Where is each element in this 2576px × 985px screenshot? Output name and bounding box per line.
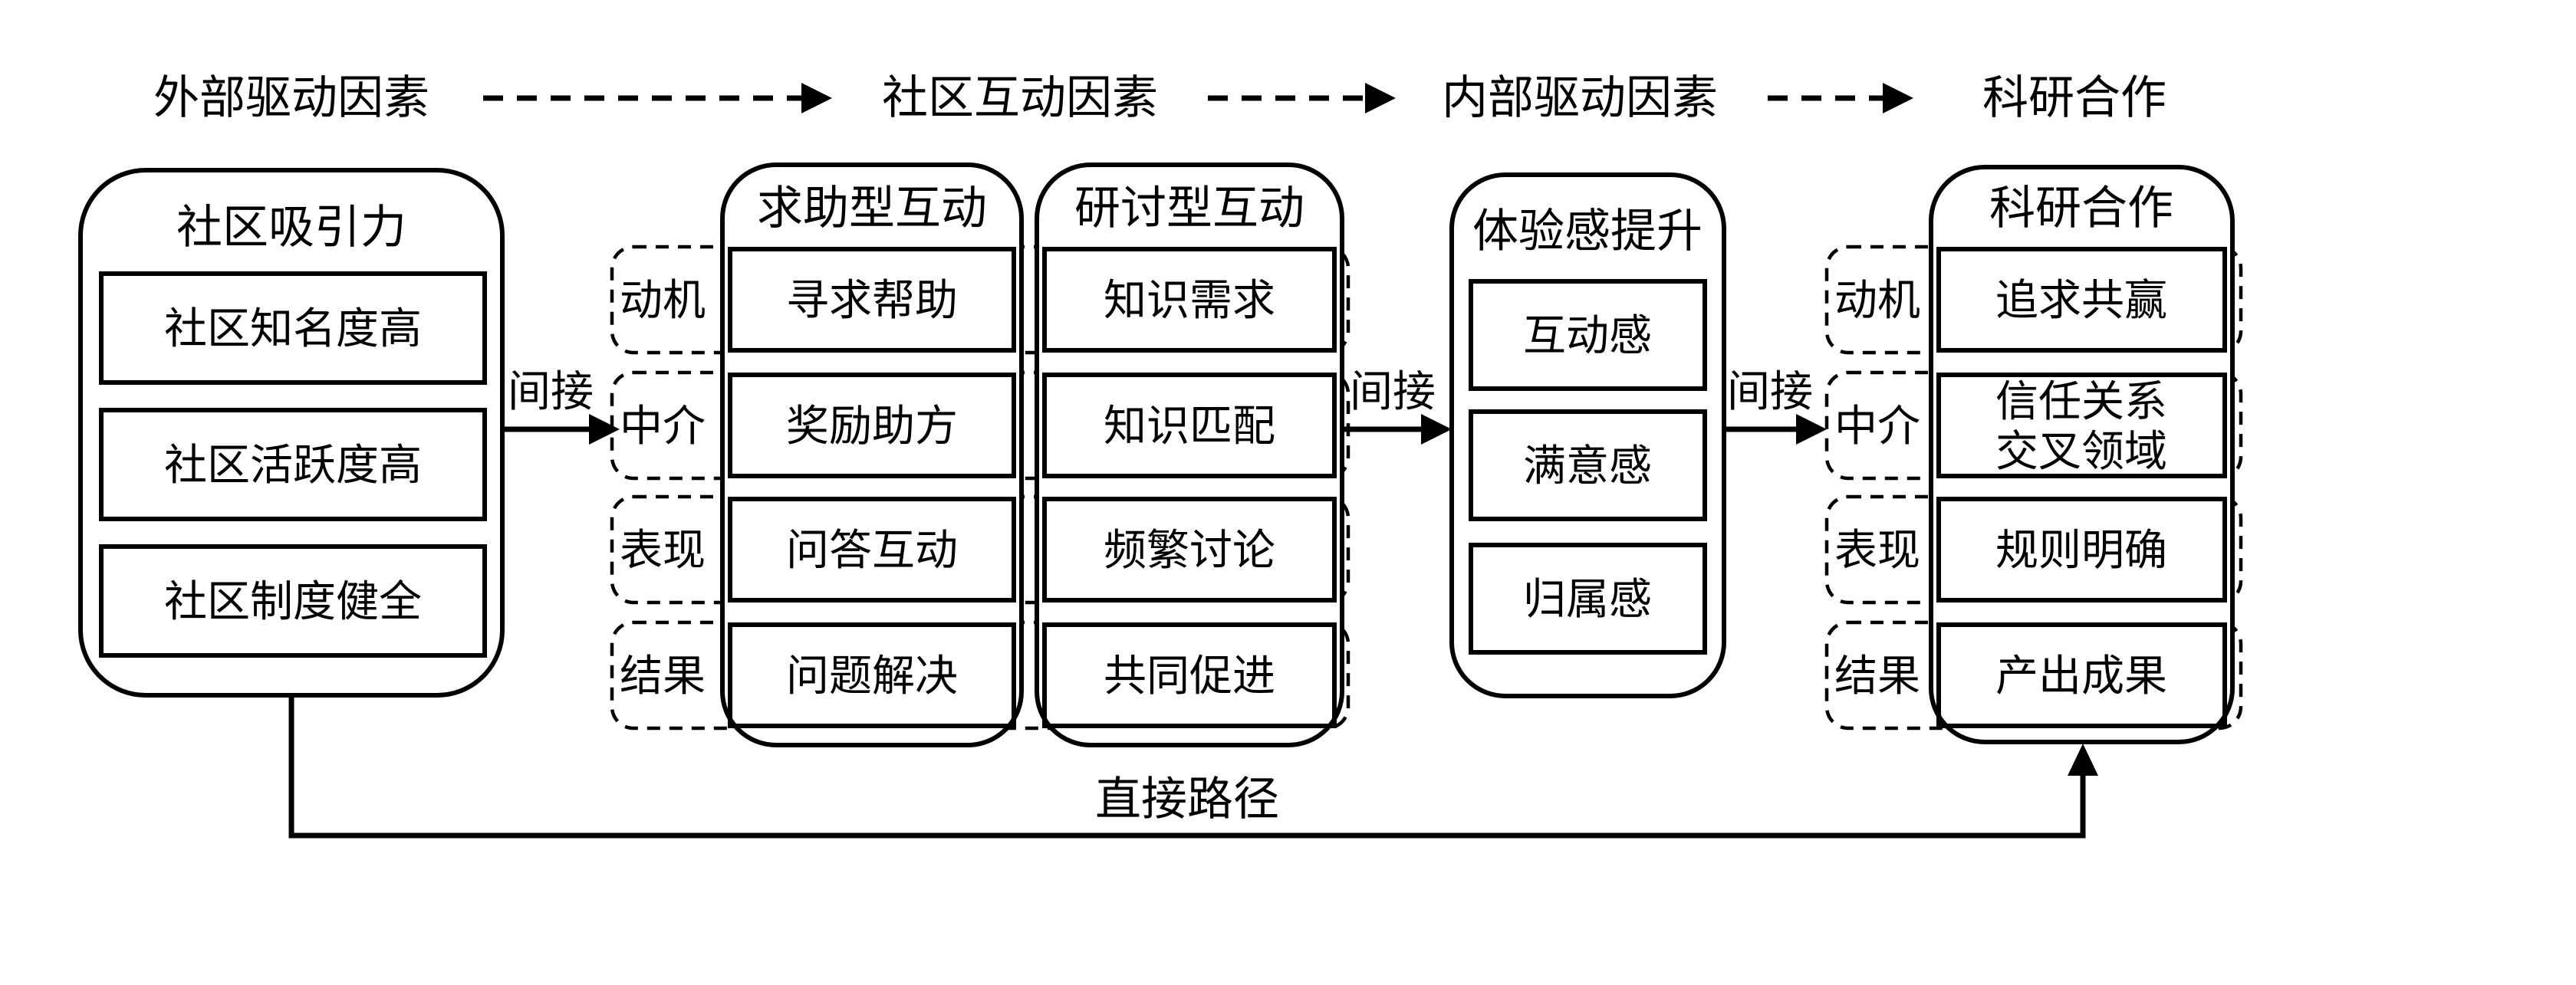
discussion-item-box-4 [1042, 622, 1337, 728]
row-labels-left: 动机 中介 表现 结果 [620, 276, 706, 701]
direct-path: 直接路径 [288, 695, 2098, 839]
experience-item-box-1 [1469, 279, 1707, 391]
cooperation-item-2: 信任关系 [1995, 377, 2167, 427]
flow-arrowhead-2 [1365, 83, 1396, 113]
cooperation-item-1: 追求共赢 [1995, 276, 2167, 326]
cooperation-item-box-4 [1936, 622, 2227, 728]
flow-external-label: 外部驱动因素 [153, 71, 429, 125]
discussion-interaction-group: 研讨型互动 知识需求 知识匹配 频繁讨论 共同促进 [1035, 163, 1344, 747]
attraction-title: 社区吸引力 [176, 201, 406, 254]
discussion-item-2: 知识匹配 [1104, 402, 1275, 451]
attraction-item-1: 社区知名度高 [164, 304, 422, 354]
indirect-label-1: 间接 [508, 367, 594, 417]
experience-title: 体验感提升 [1472, 205, 1703, 258]
experience-group: 体验感提升 互动感 满意感 归属感 [1449, 172, 1726, 698]
attraction-item-2: 社区活跃度高 [164, 441, 422, 491]
flow-arrowhead-1 [801, 83, 832, 113]
help-item-box-3 [728, 497, 1016, 602]
experience-item-3: 归属感 [1523, 575, 1652, 625]
help-interaction-group: 求助型互动 寻求帮助 奖励助方 问答互动 问题解决 [720, 163, 1024, 747]
cooperation-item-box-2 [1936, 373, 2227, 478]
cooperation-item-box-3 [1936, 497, 2227, 602]
help-item-2: 奖励助方 [786, 402, 958, 451]
row-label-motivation-right: 动机 [1834, 276, 1920, 326]
discussion-interaction-title: 研讨型互动 [1074, 182, 1304, 235]
row-label-mediation-right: 中介 [1834, 402, 1920, 451]
discussion-item-1: 知识需求 [1104, 276, 1275, 326]
cooperation-item-4: 规则明确 [1995, 526, 2167, 576]
cooperation-item-5: 产出成果 [1995, 652, 2167, 701]
cooperation-item-3: 交叉领域 [1995, 427, 2167, 477]
attraction-item-box-3 [99, 544, 487, 658]
cooperation-item-box-1 [1936, 247, 2227, 353]
help-item-3: 问答互动 [786, 526, 958, 576]
cooperation-title: 科研合作 [1989, 182, 2173, 235]
experience-item-box-2 [1469, 409, 1707, 521]
row-label-performance-right: 表现 [1834, 526, 1920, 576]
discussion-item-3: 频繁讨论 [1104, 526, 1275, 576]
attraction-group: 社区吸引力 社区知名度高 社区活跃度高 社区制度健全 [78, 168, 505, 698]
attraction-item-3: 社区制度健全 [164, 577, 422, 627]
experience-item-box-3 [1469, 543, 1707, 655]
row-labels-right: 动机 中介 表现 结果 [1834, 276, 1920, 701]
row-label-motivation-left: 动机 [620, 276, 706, 326]
row-label-result-left: 结果 [620, 652, 706, 701]
row-label-result-right: 结果 [1834, 652, 1920, 701]
flow-internal-label: 内部驱动因素 [1442, 71, 1718, 125]
experience-box [1449, 172, 1726, 698]
discussion-item-box-1 [1042, 247, 1337, 353]
help-item-1: 寻求帮助 [786, 276, 958, 326]
flow-research-label: 科研合作 [1982, 71, 2166, 125]
help-interaction-title: 求助型互动 [757, 182, 987, 235]
direct-path-label: 直接路径 [1095, 773, 1279, 826]
help-item-4: 问题解决 [786, 652, 958, 701]
discussion-item-4: 共同促进 [1104, 652, 1275, 701]
flow-arrowhead-3 [1883, 83, 1913, 113]
discussion-item-box-2 [1042, 373, 1337, 478]
indirect-arrows: 间接 间接 间接 [502, 367, 1827, 445]
discussion-item-box-3 [1042, 497, 1337, 602]
direct-path-line [288, 695, 2086, 839]
attraction-item-box-2 [99, 408, 487, 521]
indirect-arrowhead-1 [589, 414, 620, 445]
attraction-item-box-1 [99, 271, 487, 385]
help-item-box-4 [728, 622, 1016, 728]
help-item-box-1 [728, 247, 1016, 353]
row-label-performance-left: 表现 [620, 526, 706, 576]
indirect-arrowhead-2 [1421, 414, 1452, 445]
help-item-box-2 [728, 373, 1016, 478]
experience-item-2: 满意感 [1523, 442, 1652, 491]
flow-community-label: 社区互动因素 [882, 71, 1158, 125]
experience-item-1: 互动感 [1523, 311, 1652, 361]
direct-path-arrowhead [2068, 744, 2098, 776]
indirect-label-3: 间接 [1727, 367, 1813, 417]
row-label-mediation-left: 中介 [620, 402, 706, 451]
cooperation-group: 科研合作 追求共赢 信任关系 交叉领域 规则明确 产出成果 [1929, 165, 2235, 744]
indirect-arrowhead-3 [1796, 414, 1827, 445]
top-flow: 外部驱动因素 社区互动因素 内部驱动因素 科研合作 [153, 71, 2166, 125]
indirect-label-2: 间接 [1350, 367, 1436, 417]
